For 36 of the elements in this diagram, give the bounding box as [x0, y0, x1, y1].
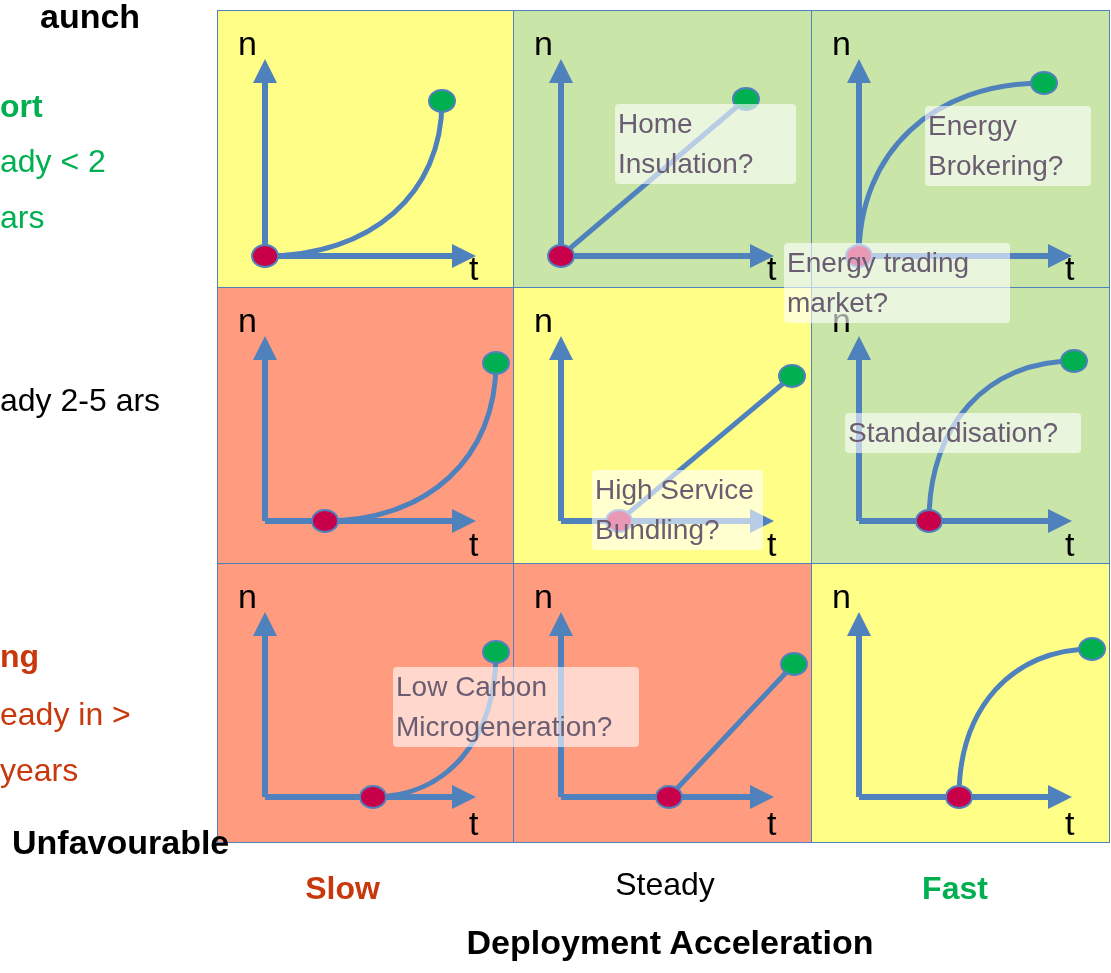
axis-label: t — [1065, 526, 1075, 562]
axis-label: t — [469, 526, 479, 562]
axis-label: t — [767, 805, 777, 841]
axis-label: t — [767, 250, 777, 286]
axis-label: t — [469, 805, 479, 841]
column-label: Fast — [921, 869, 989, 908]
axis-label: n — [534, 302, 553, 338]
column-label: Steady — [614, 865, 716, 904]
chart-panel — [811, 563, 1110, 843]
chart-panel — [217, 287, 514, 564]
example-label: High Service Bundling? — [592, 470, 763, 550]
axis-label: n — [238, 302, 257, 338]
row-label: ort — [0, 87, 44, 126]
axis-label: n — [832, 25, 851, 61]
column-label: Slow — [304, 869, 381, 908]
axis-label: t — [1065, 250, 1075, 286]
axis-title: aunch — [40, 0, 142, 36]
row-label: ng — [0, 637, 41, 676]
axis-title: Deployment Acceleration — [465, 922, 875, 962]
axis-label: n — [534, 25, 553, 61]
row-label: ady 2-5 ars — [0, 381, 162, 420]
example-label: Standardisation? — [845, 413, 1081, 453]
example-label: Energy Brokering? — [925, 106, 1091, 186]
axis-label: t — [767, 526, 777, 562]
chart-panel — [217, 10, 514, 288]
example-label: Home Insulation? — [615, 104, 796, 184]
axis-label: n — [238, 25, 257, 61]
axis-label: n — [832, 578, 851, 614]
example-label: Low Carbon Microgeneration? — [393, 667, 639, 747]
axis-label: n — [238, 578, 257, 614]
axis-label: t — [1065, 805, 1075, 841]
row-label: ady < 2 ars — [0, 142, 107, 237]
axis-label: n — [534, 578, 553, 614]
axis-title: Unfavourable — [12, 822, 231, 862]
axis-label: t — [469, 250, 479, 286]
row-label: eady in > years — [0, 695, 132, 790]
